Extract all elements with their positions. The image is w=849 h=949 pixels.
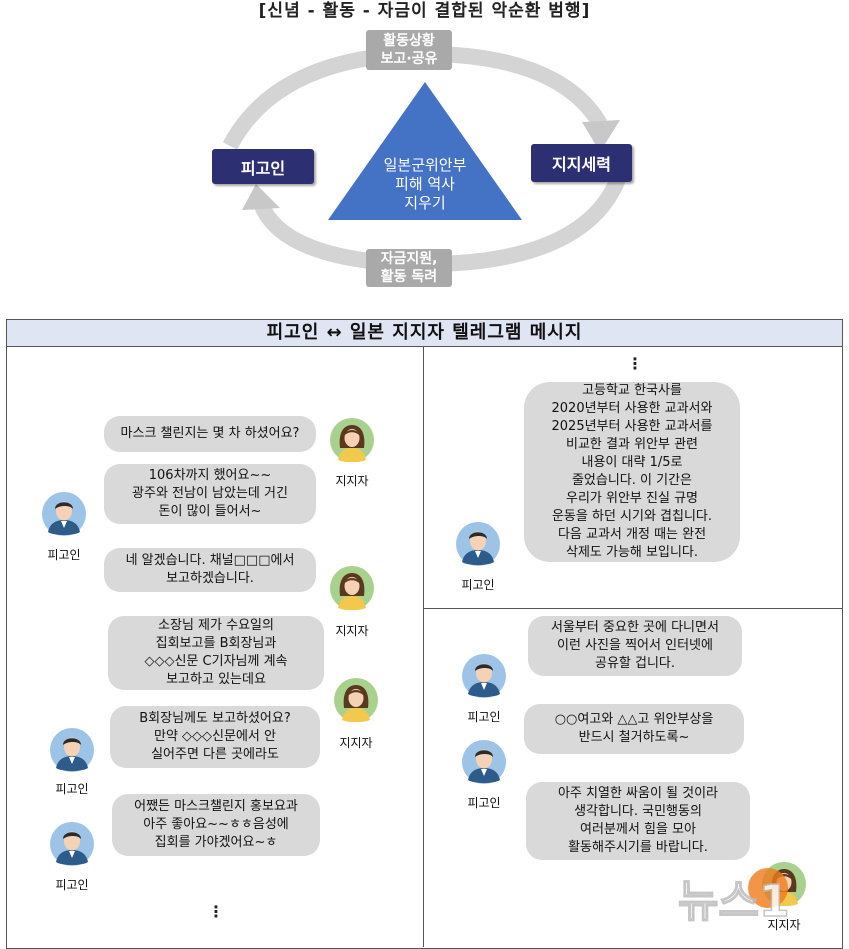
message-line: 2025년부터 사용한 교과서를	[551, 419, 713, 434]
supporter-label: 지지자	[767, 918, 801, 932]
supporter-label: 지지자	[335, 624, 369, 638]
defendant-avatar	[462, 654, 506, 698]
cycle-arrowhead-left	[242, 184, 280, 210]
message-line: 운동을 하던 시기와 겹칩니다.	[551, 509, 713, 524]
message-line: 내용이 대략 1/5로	[581, 455, 683, 470]
message-bubble: 네 알겠습니다. 채널□□□에서 보고하겠습니다.	[104, 548, 316, 592]
message-bubble: B회장님께도 보고하셨어요? 만약 ◇◇◇신문에서 안 실어주면 다른 곳에라도	[110, 706, 320, 768]
diagram-title: [신념 - 활동 - 자금이 결합된 악순환 범행]	[258, 1, 591, 21]
svg-text:뉴스1: 뉴스1	[678, 876, 790, 927]
news1-watermark-logo: 뉴스1	[677, 868, 790, 928]
message-line: 보고하고 있는데요	[166, 672, 266, 687]
message-line: 소장님 제가 수요일의	[158, 618, 274, 633]
message-line: 아주 치열한 싸움이 될 것이라	[557, 786, 719, 801]
supporter-avatar	[334, 678, 378, 722]
defendant-label: 피고인	[55, 782, 89, 796]
message-line: 돈이 많이 들어서~	[158, 504, 262, 519]
defendant-avatar	[456, 522, 500, 566]
supporter-label: 지지자	[339, 736, 373, 750]
message-line: 집회보고를 B회장님과	[155, 636, 277, 651]
box-funding: 자금지원, 활동 독려	[366, 249, 452, 287]
message-line: 광주와 전남이 남았는데 거긴	[132, 486, 288, 501]
message-line: 비교한 결과 위안부 관련	[566, 437, 698, 452]
message-line: 우리가 위안부 진실 규명	[566, 491, 698, 506]
box-supporters-label: 지지세력	[552, 155, 611, 174]
message-line: 이런 사진을 찍어서 인터넷에	[557, 638, 713, 653]
message-line: 공유할 겁니다.	[594, 656, 676, 671]
message-line: 아주 좋아요~~ㅎㅎ음성에	[143, 817, 289, 832]
box-defendant-label: 피고인	[240, 158, 286, 178]
message-line: 서울부터 중요한 곳에 다니면서	[551, 620, 719, 635]
message-line: 마스크 챌린지는 몇 차 하셨어요?	[120, 426, 300, 441]
defendant-label: 피고인	[461, 578, 495, 592]
defendant-avatar	[462, 740, 506, 784]
triangle-text: 일본군위안부 피해 역사 지우기	[360, 156, 490, 213]
box-report-share-line2: 보고·공유	[380, 51, 438, 67]
message-bubble: ○○여고와 △△고 위안부상을 반드시 철거하도록~	[524, 704, 744, 754]
box-supporters: 지지세력	[531, 144, 632, 182]
defendant-avatar	[42, 492, 86, 536]
message-line: ○○여고와 △△고 위안부상을	[554, 712, 714, 727]
defendant-label: 피고인	[47, 548, 81, 562]
message-panel-header: 피고인 ↔ 일본 지지자 텔레그램 메시지	[6, 319, 843, 347]
defendant-avatar	[50, 822, 94, 866]
message-bubble: 106차까지 했어요~~ 광주와 전남이 남았는데 거긴 돈이 많이 들어서~	[104, 464, 316, 524]
message-line: 생각합니다. 국민행동의	[574, 804, 702, 819]
message-bubble: 서울부터 중요한 곳에 다니면서 이런 사진을 찍어서 인터넷에 공유할 겁니다…	[528, 616, 742, 676]
message-line: ◇◇◇신문 C기자님께 계속	[144, 654, 288, 669]
message-line: 활동해주시기를 바랍니다.	[568, 840, 708, 855]
message-line: 만약 ◇◇◇신문에서 안	[154, 729, 276, 744]
row-divider	[423, 608, 843, 609]
message-line: 반드시 철거하도록~	[578, 730, 690, 745]
message-line: B회장님께도 보고하셨어요?	[139, 711, 291, 726]
message-bubble: 아주 치열한 싸움이 될 것이라 생각합니다. 국민행동의 여러분께서 힘을 모…	[526, 782, 750, 860]
box-funding-line1: 자금지원,	[380, 251, 438, 267]
message-line: 네 알겠습니다. 채널□□□에서	[125, 553, 295, 568]
box-defendant: 피고인	[212, 149, 314, 184]
supporter-label: 지지자	[335, 474, 369, 488]
box-funding-line2: 활동 독려	[380, 269, 438, 285]
message-bubble: 고등학교 한국사를 2020년부터 사용한 교과서와 2025년부터 사용한 교…	[524, 382, 740, 562]
supporter-avatar	[330, 566, 374, 610]
message-bubble: 마스크 챌린지는 몇 차 하셨어요?	[104, 416, 316, 452]
message-line: 2020년부터 사용한 교과서와	[551, 401, 713, 416]
ellipsis-right: ⋮	[627, 354, 643, 373]
ellipsis-left: ⋮	[208, 902, 224, 921]
message-line: 다음 교과서 개정 때는 완전	[557, 527, 707, 542]
box-report-share: 활동상황 보고·공유	[366, 30, 452, 70]
triangle-line1: 일본군위안부	[383, 156, 467, 174]
message-line: 고등학교 한국사를	[582, 383, 682, 398]
triangle-line3: 지우기	[404, 194, 446, 212]
cycle-arrowhead-right	[582, 120, 620, 152]
message-line: 보고하겠습니다.	[166, 571, 254, 586]
defendant-label: 피고인	[55, 878, 89, 892]
center-triangle	[328, 82, 522, 220]
defendant-label: 피고인	[467, 796, 501, 810]
defendant-label: 피고인	[467, 710, 501, 724]
message-line: 106차까지 했어요~~	[148, 468, 272, 483]
message-line: 실어주면 다른 곳에라도	[151, 747, 279, 762]
message-line: 여러분께서 힘을 모아	[580, 822, 696, 837]
triangle-line2: 피해 역사	[395, 175, 455, 193]
message-line: 줄었습니다. 이 기간은	[571, 473, 693, 488]
defendant-avatar	[50, 728, 94, 772]
message-bubble: 소장님 제가 수요일의 집회보고를 B회장님과 ◇◇◇신문 C기자님께 계속 보…	[108, 616, 324, 690]
column-divider	[423, 347, 424, 947]
message-line: 삭제도 가능해 보입니다.	[566, 545, 698, 560]
message-bubble: 어쨌든 마스크챌린지 홍보요과 아주 좋아요~~ㅎㅎ음성에 집회를 가야겠어요~…	[112, 794, 320, 856]
message-line: 집회를 가야겠어요~ㅎ	[154, 835, 278, 850]
box-report-share-line1: 활동상황	[383, 33, 435, 49]
supporter-avatar	[330, 418, 374, 462]
message-line: 어쨌든 마스크챌린지 홍보요과	[134, 799, 298, 814]
